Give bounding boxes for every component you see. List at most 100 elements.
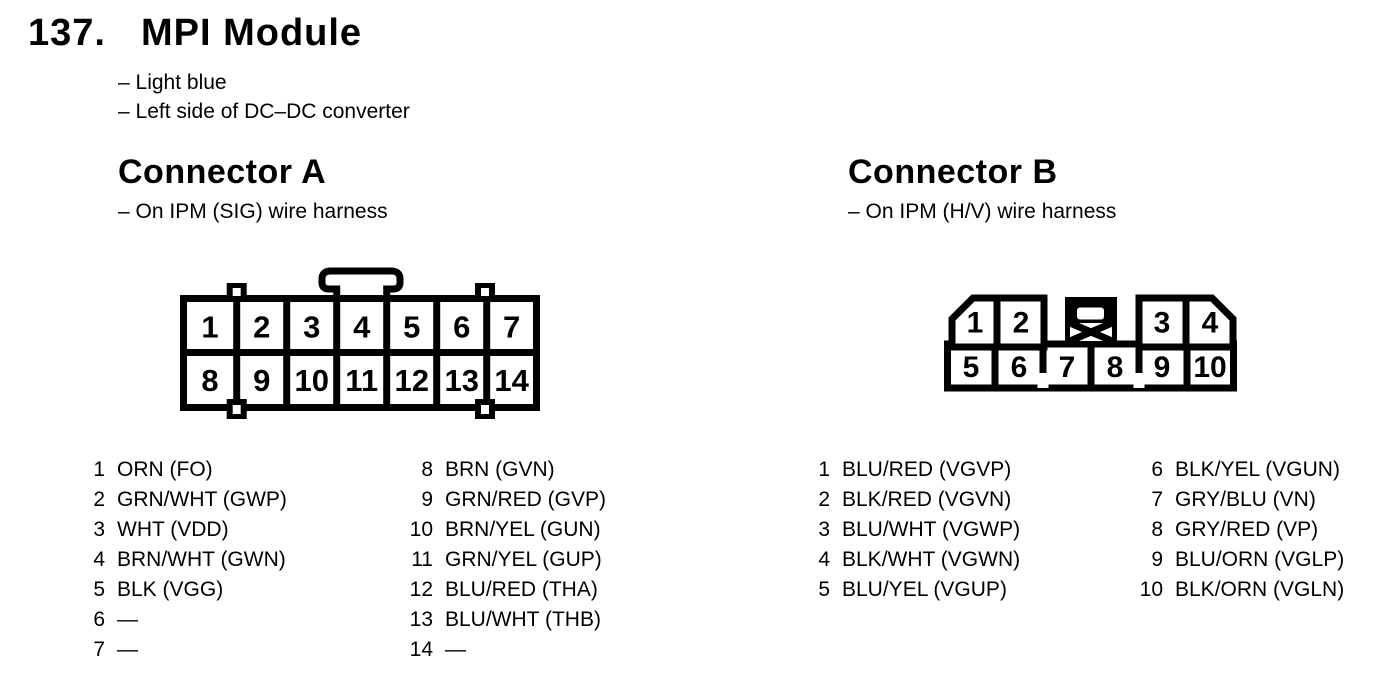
pin-number: 8 xyxy=(421,458,433,481)
pin-cell-number: 6 xyxy=(453,310,470,345)
pin-cell-number: 11 xyxy=(345,363,378,398)
pin-number: 3 xyxy=(818,518,830,541)
latch-handle-icon xyxy=(318,267,404,308)
pin-number: 11 xyxy=(411,548,433,571)
connector-b-note: – On IPM (H/V) wire harness xyxy=(848,200,1117,223)
pin-number: 4 xyxy=(818,548,830,571)
pin-number: 12 xyxy=(409,578,433,601)
pin-wire-label: — xyxy=(117,638,138,661)
pin-row: 1 BLU/RED (VGVP) xyxy=(798,455,1020,485)
module-notes: – Light blue – Left side of DC–DC conver… xyxy=(118,68,410,126)
pin-number: 1 xyxy=(818,458,830,481)
pin-wire-label: ORN (FO) xyxy=(117,458,213,481)
pin-wire-label: BLU/RED (THA) xyxy=(445,578,598,601)
pin-cell-number: 8 xyxy=(201,363,218,398)
pin-wire-label: GRY/RED (VP) xyxy=(1175,518,1319,541)
pin-cell-number: 7 xyxy=(503,310,520,345)
pin-number: 9 xyxy=(1151,548,1163,571)
pin-wire-label: BRN/YEL (GUN) xyxy=(445,518,601,541)
pin-cell-number: 8 xyxy=(1107,351,1124,384)
pin-number: 10 xyxy=(409,518,433,541)
pin-cell-number: 6 xyxy=(1011,351,1028,384)
pin-cell-number: 12 xyxy=(394,363,428,398)
pin-cell-number: 9 xyxy=(1154,351,1171,384)
pin-cell-number: 7 xyxy=(1059,351,1076,384)
connector-b-diagram: 1 2 3 4 5 6 7 8 9 10 xyxy=(944,294,1237,392)
pin-row: 3 WHT (VDD) xyxy=(73,515,287,545)
pin-cell-number: 10 xyxy=(294,363,328,398)
pin-wire-label: BLU/WHT (THB) xyxy=(445,608,601,631)
pin-cell-number: 10 xyxy=(1193,351,1226,384)
pin-number: 2 xyxy=(93,488,105,511)
pin-cell-number: 2 xyxy=(253,310,270,345)
connector-a-diagram: 1 2 3 4 5 6 7 8 9 10 11 12 13 14 xyxy=(180,267,540,419)
pin-row: 3 BLU/WHT (VGWP) xyxy=(798,515,1020,545)
pin-cell-number: 9 xyxy=(253,363,270,398)
bottom-notches xyxy=(1037,373,1145,388)
module-note-line: – Light blue xyxy=(118,71,227,94)
pin-number: 6 xyxy=(93,608,105,631)
pin-wire-label: BLK (VGG) xyxy=(117,578,224,601)
pin-number: 7 xyxy=(93,638,105,661)
pin-wire-label: BLU/WHT (VGWP) xyxy=(842,518,1021,541)
pin-cell-number: 1 xyxy=(201,310,218,345)
pin-number: 13 xyxy=(409,608,433,631)
pin-number: 7 xyxy=(1151,488,1163,511)
mount-tabs-icon xyxy=(226,283,495,419)
pin-wire-label: GRY/BLU (VN) xyxy=(1175,488,1316,511)
pin-row: 7— xyxy=(73,635,287,665)
pin-wire-label: BRN/WHT (GWN) xyxy=(117,548,286,571)
pin-row: 11 GRN/YEL (GUP) xyxy=(401,545,606,575)
pin-cell-number: 3 xyxy=(303,310,320,345)
keying-lock-icon xyxy=(1065,297,1117,345)
pin-wire-label: BLK/YEL (VGUN) xyxy=(1175,458,1340,481)
pin-wire-label: GRN/RED (GVP) xyxy=(445,488,607,511)
pin-wire-label: WHT (VDD) xyxy=(117,518,229,541)
pin-cell-number: 2 xyxy=(1013,307,1030,340)
connector-a-pin-numbers: 1 2 3 4 5 6 7 8 9 10 11 12 13 14 xyxy=(201,310,529,399)
pin-row: 2 GRN/WHT (GWP) xyxy=(73,485,287,515)
module-note-line: – Left side of DC–DC converter xyxy=(118,100,410,123)
pin-row: 13 BLU/WHT (THB) xyxy=(401,605,606,635)
pin-cell-number: 4 xyxy=(1202,307,1219,340)
pin-number: 5 xyxy=(93,578,105,601)
pin-cell-number: 13 xyxy=(444,363,478,398)
pin-number: 3 xyxy=(93,518,105,541)
connector-b-pin-numbers: 1 2 3 4 5 6 7 8 9 10 xyxy=(963,307,1227,385)
connector-a-grid xyxy=(187,302,533,404)
pin-cell-number: 5 xyxy=(963,351,980,384)
pin-wire-label: BLK/ORN (VGLN) xyxy=(1175,578,1345,601)
pin-wire-label: GRN/YEL (GUP) xyxy=(445,548,602,571)
pin-row: 7 GRY/BLU (VN) xyxy=(1131,485,1344,515)
pin-row: 10 BLK/ORN (VGLN) xyxy=(1131,575,1345,605)
pin-wire-label: BLU/RED (VGVP) xyxy=(842,458,1012,481)
pin-cell-number: 14 xyxy=(494,363,529,398)
section-number: 137. xyxy=(28,12,106,54)
pin-number: 8 xyxy=(1151,518,1163,541)
pin-wire-label: GRN/WHT (GWP) xyxy=(117,488,287,511)
pin-row: 14— xyxy=(401,635,606,665)
pin-cell-number: 4 xyxy=(353,310,371,345)
connector-b-heading: Connector B xyxy=(848,153,1058,191)
pin-number: 10 xyxy=(1139,578,1163,601)
pin-row: 12 BLU/RED (THA) xyxy=(401,575,606,605)
connector-a-note: – On IPM (SIG) wire harness xyxy=(118,200,388,223)
pin-wire-label: — xyxy=(117,608,138,631)
pin-wire-label: BLK/WHT (VGWN) xyxy=(842,548,1021,571)
connector-a-heading: Connector A xyxy=(118,153,327,191)
pin-number: 4 xyxy=(93,548,105,571)
pin-number: 5 xyxy=(818,578,830,601)
pin-cell-number: 1 xyxy=(967,307,984,340)
